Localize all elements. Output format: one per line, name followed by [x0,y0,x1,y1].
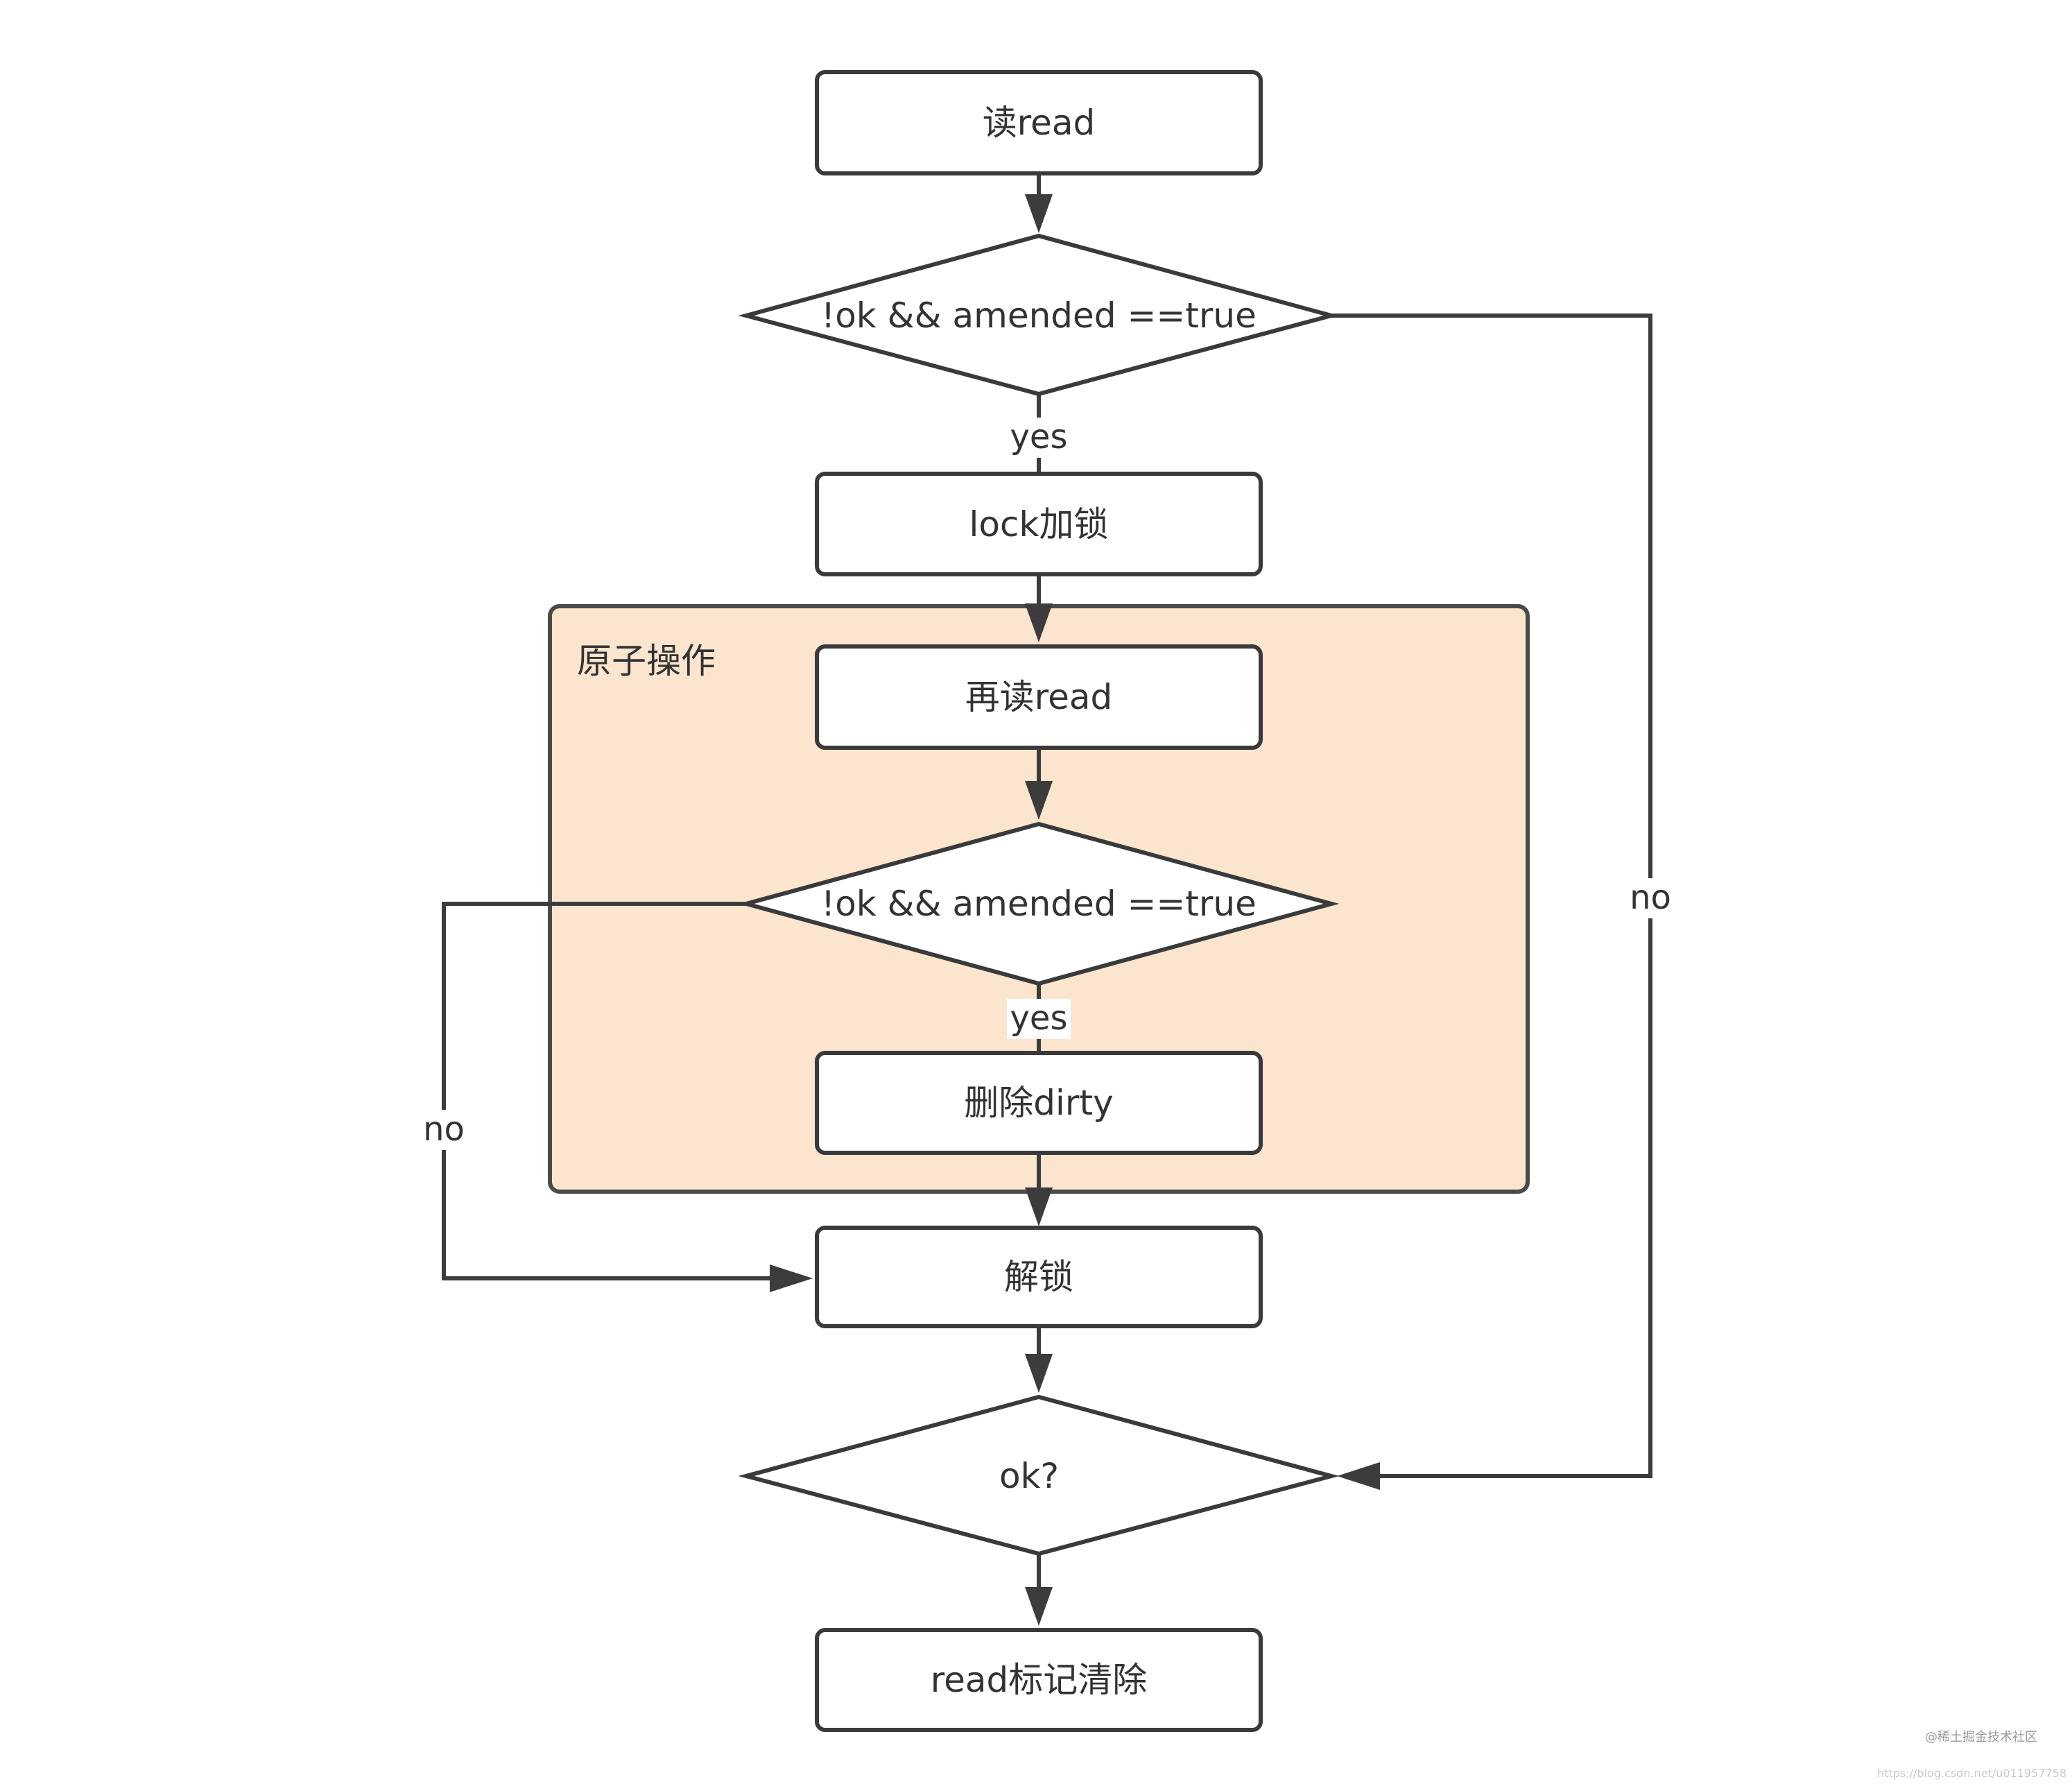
arrow-head [1025,603,1053,642]
arrow-head [1025,194,1053,233]
arrow-head [1025,1587,1053,1626]
check1-yes-label: yes [1010,418,1068,456]
arrow-head [1025,1187,1053,1226]
reread-node-text: 再读read [965,677,1113,717]
check1-decision [738,233,1340,397]
clear-mark-node-text: read标记清除 [931,1660,1148,1700]
arrow-head [1337,1462,1380,1490]
atomic-operation-label: 原子操作 [577,641,716,681]
label-bg [422,1110,466,1150]
check2-no-label: no [423,1110,465,1149]
check2-decision [738,821,1340,986]
lock-node [815,472,1263,576]
ok-decision-text: ok? [999,1456,1059,1496]
watermark-line1: @稀土掘金技术社区 [1925,1730,2037,1744]
edge-check2-no [442,902,777,1280]
arrow-head [1025,781,1053,820]
watermark-line2: https://blog.csdn.net/u011957758 [1877,1767,2066,1780]
label-bg [1007,418,1071,458]
read-node [815,70,1263,175]
lock-node-text: lock加锁 [969,504,1109,544]
check2-yes-label: yes [1010,999,1068,1038]
delete-dirty-node-text: 删除dirty [964,1083,1113,1123]
read-node-text: 读read [983,103,1096,143]
check1-no-label: no [1630,878,1671,917]
check1-decision-text: !ok && amended ==true [821,295,1257,336]
clear-mark-node [815,1628,1263,1732]
arrow-head [770,1264,813,1292]
ok-decision [738,1394,1340,1556]
check2-decision-text: !ok && amended ==true [821,884,1257,924]
label-bg [1007,999,1071,1039]
unlock-node [815,1226,1263,1328]
delete-dirty-node [815,1051,1263,1155]
unlock-node-text: 解锁 [1004,1257,1073,1297]
reread-node [815,644,1263,750]
arrow-head [1025,1354,1053,1393]
label-bg [1628,878,1673,918]
